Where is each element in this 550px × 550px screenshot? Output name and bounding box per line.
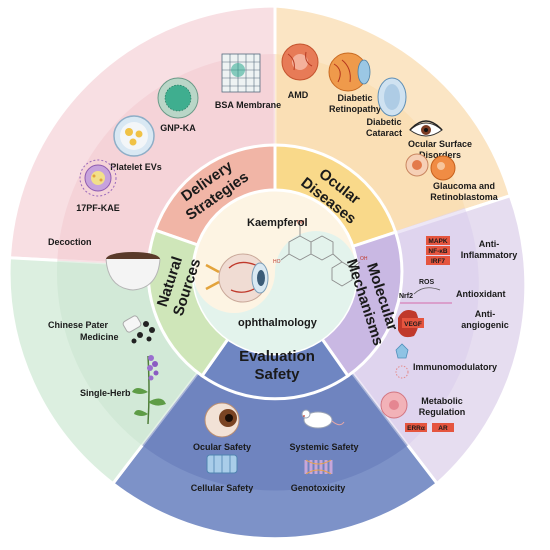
oh-mark-1: OH xyxy=(297,220,305,226)
ocular-surface-eye-icon xyxy=(409,120,443,137)
gnp-ka-label: GNP-KA xyxy=(160,123,196,133)
center-top-label: Kaempferol xyxy=(247,217,308,229)
ocular-safety-label: Ocular Safety xyxy=(193,442,251,452)
systemic-safety-mouse-icon xyxy=(301,409,345,429)
evaluation-header-line-2: Safety xyxy=(254,366,300,383)
patent-medicine-line-1: Chinese Pater xyxy=(48,320,109,330)
ar-label: AR xyxy=(438,425,448,432)
pills-bottle-icon xyxy=(122,315,155,344)
erra-label: ERRα xyxy=(407,425,425,432)
17pf-kae-icon xyxy=(79,159,117,197)
glaucoma-line-1: Glaucoma and xyxy=(433,181,495,191)
diabetic-cataract-line-1: Diabetic xyxy=(366,117,401,127)
platelet-evs-label: Platelet EVs xyxy=(110,162,162,172)
cellular-safety-cells-icon xyxy=(206,454,238,474)
center-eye-icon xyxy=(205,253,269,303)
diabetic-cataract-icon xyxy=(377,77,407,117)
ar-box xyxy=(432,423,454,432)
cellular-safety-label: Cellular Safety xyxy=(191,483,254,493)
center-bottom-label: ophthalmology xyxy=(238,317,318,329)
erra-box xyxy=(405,423,427,432)
diabetic-retinopathy-line-2: Retinopathy xyxy=(329,104,381,114)
inflammation-markers-box: MAPK NF-κB IRF7 xyxy=(426,236,450,265)
ocular-safety-eyeball-icon xyxy=(204,402,240,438)
platelet-evs-icon xyxy=(113,115,155,157)
anti-inflammatory-line-1: Anti- xyxy=(479,239,500,249)
anti-angiogenic-line-2: angiogenic xyxy=(461,320,509,330)
patent-medicine-line-2: Medicine xyxy=(80,332,119,342)
herb-plant-icon xyxy=(132,355,166,425)
gnp-ka-icon xyxy=(157,77,199,119)
diabetic-retinopathy-icon xyxy=(328,52,371,92)
decoction-bowl-icon xyxy=(105,252,161,291)
bsa-membrane-icon xyxy=(221,53,261,93)
systemic-safety-label: Systemic Safety xyxy=(289,442,358,452)
kaempferol-structure-icon xyxy=(280,226,361,287)
metabolic-line-2: Regulation xyxy=(419,407,466,417)
single-herb-label: Single-Herb xyxy=(80,388,131,398)
decoction-label: Decoction xyxy=(48,237,92,247)
bsa-membrane-label: BSA Membrane xyxy=(215,100,281,110)
anti-angiogenic-line-1: Anti- xyxy=(475,309,496,319)
marker-nfkb: NF-κB xyxy=(428,248,447,255)
oh-mark-3: OH xyxy=(360,256,368,262)
diabetic-retinopathy-line-1: Diabetic xyxy=(337,93,372,103)
genotoxicity-label: Genotoxicity xyxy=(291,483,346,493)
ocular-surface-line-1: Ocular Surface xyxy=(408,139,472,149)
marker-irf7: IRF7 xyxy=(431,258,445,265)
ocular-surface-line-2: Disorders xyxy=(419,150,461,160)
vegf-label: VEGF xyxy=(404,321,422,328)
antioxidant-label: Antioxidant xyxy=(456,289,506,299)
evaluation-header: Evaluation Safety xyxy=(239,348,315,383)
glaucoma-retinoblastoma-icon xyxy=(405,153,456,181)
17pf-kae-label: 17PF-KAE xyxy=(76,203,120,213)
metabolic-line-1: Metabolic xyxy=(421,396,463,406)
vegf-vessel-icon xyxy=(398,310,424,338)
ros-arrow-icon xyxy=(413,287,441,295)
immune-cells-icon xyxy=(395,343,409,379)
nrf2-label: Nrf2 xyxy=(399,293,413,300)
immunomodulatory-label: Immunomodulatory xyxy=(413,362,497,372)
genotoxicity-chromosome-icon xyxy=(304,459,333,475)
evaluation-header-line-1: Evaluation xyxy=(239,348,315,365)
oh-mark-2: HO xyxy=(273,259,281,265)
amd-label: AMD xyxy=(288,90,309,100)
ros-label: ROS xyxy=(419,279,435,286)
metabolic-cell-icon xyxy=(380,391,408,419)
marker-mapk: MAPK xyxy=(428,238,447,245)
glaucoma-line-2: Retinoblastoma xyxy=(430,192,499,202)
amd-eye-icon xyxy=(281,43,319,81)
diabetic-cataract-line-2: Cataract xyxy=(366,128,402,138)
center-disc xyxy=(191,188,359,356)
center-mint-swirl xyxy=(193,231,357,354)
anti-inflammatory-line-2: Inflammatory xyxy=(461,250,518,260)
